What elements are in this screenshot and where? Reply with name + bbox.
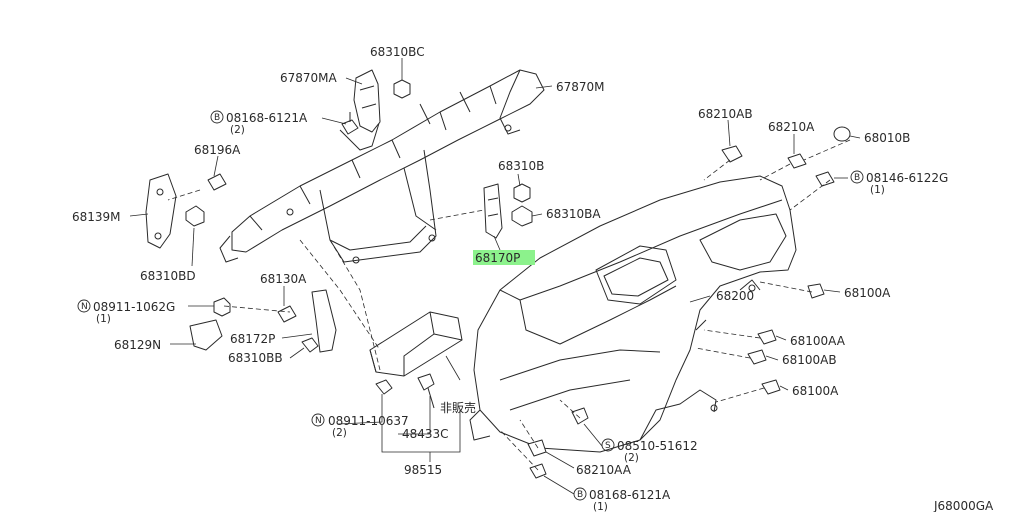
b-mark-08146-text: B bbox=[854, 173, 860, 183]
n-mark-10637 bbox=[311, 413, 325, 427]
airbag-module-98515 bbox=[369, 311, 463, 377]
label-08168-top: 08168-6121A bbox=[226, 111, 308, 125]
n-mark-1062G bbox=[77, 299, 91, 313]
label-not-sold: 非販売 bbox=[440, 400, 476, 415]
part-labels: 68310BC 67870MA 67870M B 08168-6121A (2)… bbox=[72, 45, 994, 512]
label-67870M: 67870M bbox=[556, 80, 605, 94]
label-68196A: 68196A bbox=[194, 143, 241, 157]
nut-08911-1062G bbox=[213, 297, 231, 317]
s-mark-08510-text: S bbox=[605, 441, 611, 451]
label-68310BB: 68310BB bbox=[228, 351, 283, 365]
nut-68310BA bbox=[511, 205, 533, 227]
b-mark-08146 bbox=[850, 170, 864, 184]
nut-68310BD bbox=[185, 205, 205, 227]
label-08146-qty: (1) bbox=[870, 184, 885, 196]
label-08168-bot-qty: (1) bbox=[593, 501, 608, 512]
b-mark-bot-text: B bbox=[577, 490, 583, 500]
label-08510-qty: (2) bbox=[624, 452, 639, 464]
label-08510: 08510-51612 bbox=[617, 439, 698, 453]
label-08168-bot: 08168-6121A bbox=[589, 488, 671, 502]
nut-68310B bbox=[513, 183, 531, 203]
bolt-08146 bbox=[815, 171, 835, 187]
nut-08911-10637 bbox=[375, 379, 393, 395]
clip-68100A-lower bbox=[761, 379, 781, 395]
label-08168-top-qty: (2) bbox=[230, 124, 245, 136]
bolt-08168-top bbox=[341, 112, 359, 135]
clip-68100AB bbox=[747, 349, 767, 365]
label-68310BA: 68310BA bbox=[546, 207, 601, 221]
label-68210A: 68210A bbox=[768, 120, 815, 134]
label-68170P: 68170P bbox=[475, 251, 520, 265]
label-68210AA: 68210AA bbox=[576, 463, 632, 477]
bracket-68170P bbox=[483, 183, 503, 239]
bracket-68172P bbox=[311, 289, 337, 353]
bracket-67870MA bbox=[353, 69, 381, 133]
label-08911-1062G-qty: (1) bbox=[96, 313, 111, 325]
clip-68100A-upper bbox=[807, 283, 825, 299]
label-68130A: 68130A bbox=[260, 272, 307, 286]
bracket-68139M bbox=[145, 173, 177, 249]
label-08911-10637-qty: (2) bbox=[332, 427, 347, 439]
diagram-code: J68000GA bbox=[933, 499, 994, 512]
label-68010B: 68010B bbox=[864, 131, 910, 145]
nut-68310BB bbox=[301, 337, 319, 353]
leader-lines bbox=[129, 58, 861, 495]
label-68310BD: 68310BD bbox=[140, 269, 196, 283]
label-68172P: 68172P bbox=[230, 332, 275, 346]
label-68210AB: 68210AB bbox=[698, 107, 753, 121]
bolt-68210A bbox=[787, 153, 807, 169]
highlight-68170P bbox=[473, 250, 535, 265]
label-68100AB: 68100AB bbox=[782, 353, 837, 367]
bolt-48433C bbox=[417, 373, 435, 409]
cap-68010B bbox=[833, 126, 851, 142]
bracket-68129N bbox=[189, 319, 223, 351]
label-68100AA: 68100AA bbox=[790, 334, 846, 348]
n-mark-1062G-text: N bbox=[81, 302, 88, 312]
label-08146: 08146-6122G bbox=[866, 171, 948, 185]
steering-member-67870M bbox=[219, 69, 545, 264]
bolt-08168-bot bbox=[529, 463, 547, 479]
bolt-68196A bbox=[207, 173, 227, 191]
s-mark-08510 bbox=[601, 438, 615, 452]
screw-08510 bbox=[571, 407, 589, 425]
label-68139M: 68139M bbox=[72, 210, 121, 224]
nut-68310BC bbox=[393, 79, 411, 99]
label-68100A-upper: 68100A bbox=[844, 286, 891, 300]
n-mark-10637-text: N bbox=[315, 416, 322, 426]
label-68129N: 68129N bbox=[114, 338, 161, 352]
label-08911-1062G: 08911-1062G bbox=[93, 300, 175, 314]
label-68310B: 68310B bbox=[498, 159, 544, 173]
assembly-dash-lines bbox=[167, 139, 851, 471]
b-mark-bot bbox=[573, 487, 587, 501]
bolt-68130A bbox=[277, 305, 297, 323]
label-68100A-lower: 68100A bbox=[792, 384, 839, 398]
b-mark-top bbox=[210, 110, 224, 124]
label-98515: 98515 bbox=[404, 463, 442, 477]
bolt-68210AB bbox=[721, 145, 743, 163]
label-68310BC: 68310BC bbox=[370, 45, 425, 59]
clip-68100AA bbox=[757, 329, 777, 345]
label-68200: 68200 bbox=[716, 289, 754, 303]
label-48433C: 48433C bbox=[402, 427, 449, 441]
label-08911-10637: 08911-10637 bbox=[328, 414, 409, 428]
b-mark-top-text: B bbox=[214, 113, 220, 123]
label-67870MA: 67870MA bbox=[280, 71, 338, 85]
